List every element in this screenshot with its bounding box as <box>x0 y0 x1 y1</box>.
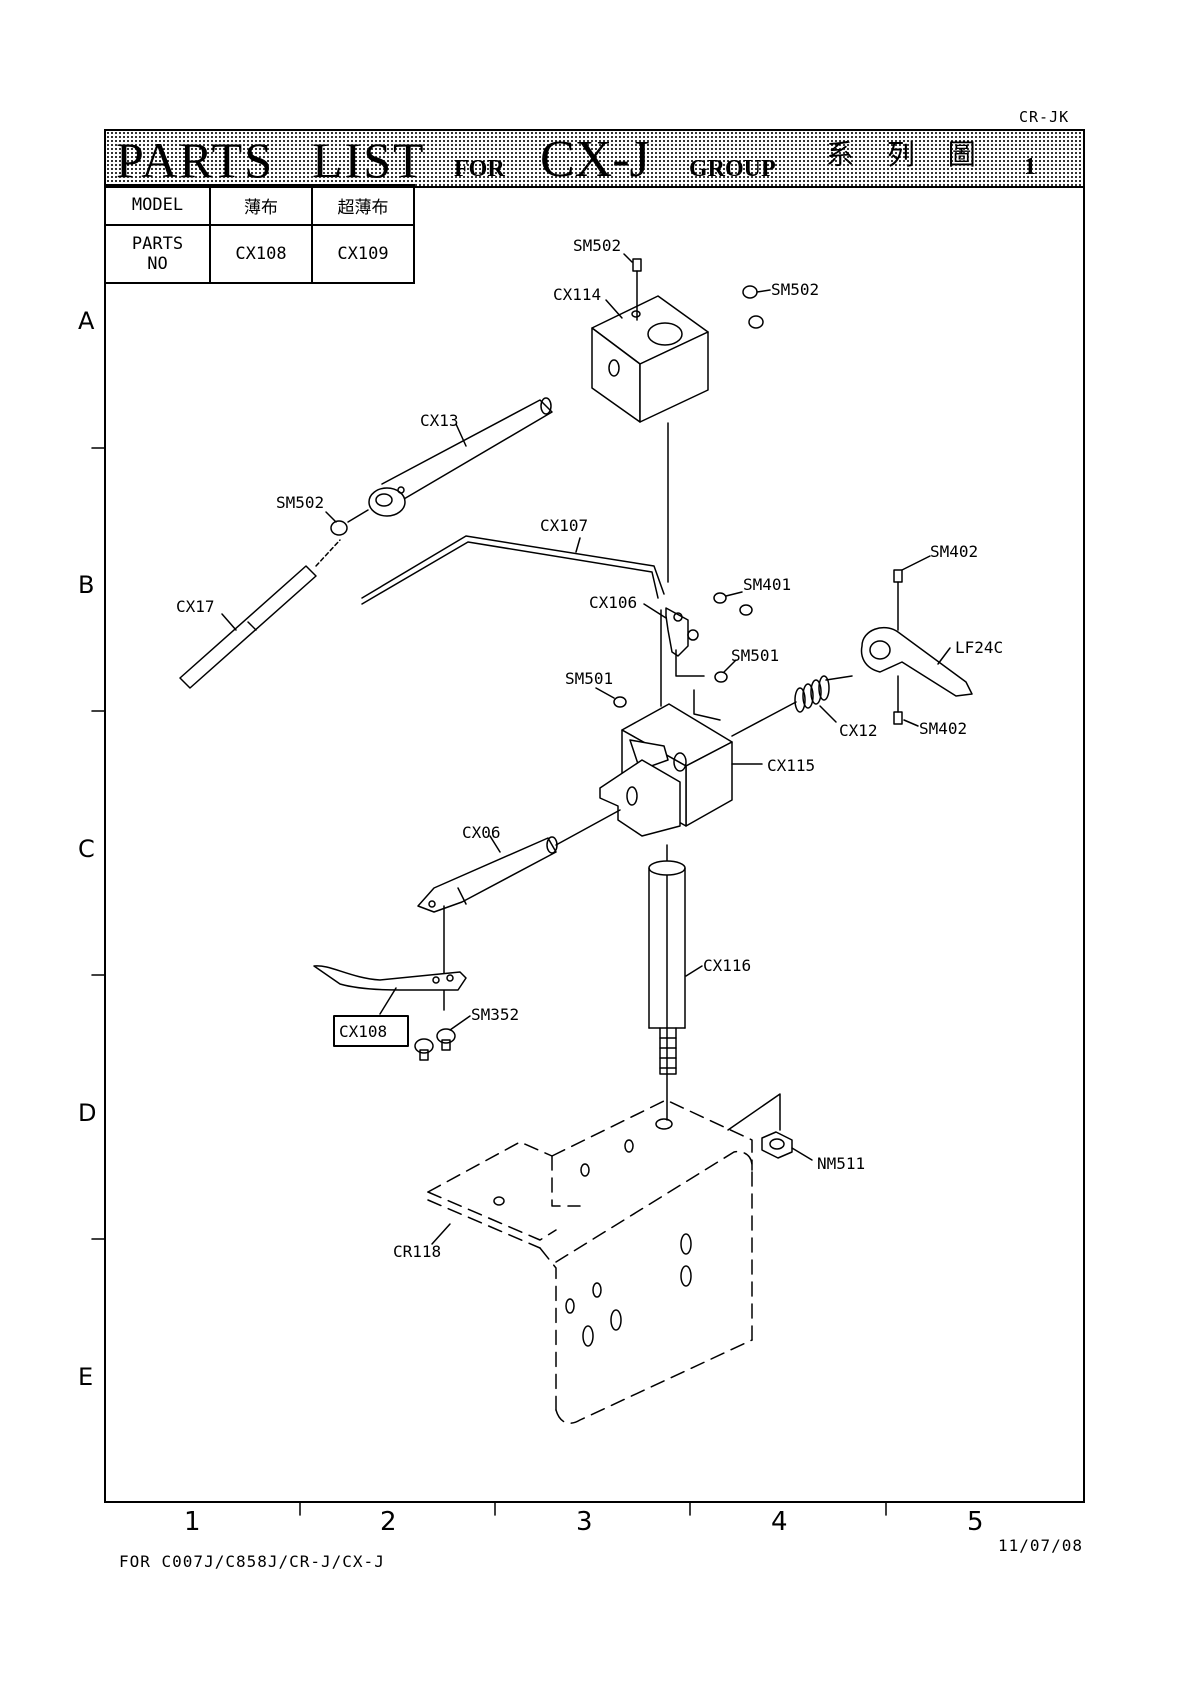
screws-sm502-right <box>743 286 763 328</box>
col-number-3: 3 <box>576 1507 593 1537</box>
bracket-cx106 <box>666 608 704 676</box>
label-sm401: SM401 <box>743 575 791 594</box>
col-number-4: 4 <box>771 1507 788 1537</box>
row-letter-a: A <box>78 307 95 335</box>
label-cx106: CX106 <box>589 593 637 612</box>
label-cr118: CR118 <box>393 1242 441 1261</box>
label-cx114: CX114 <box>553 285 601 304</box>
row-letter-c: C <box>78 835 95 863</box>
plate-cx108 <box>314 966 466 990</box>
footer-date: 11/07/08 <box>998 1536 1083 1555</box>
label-cx06: CX06 <box>462 823 501 842</box>
label-cx107: CX107 <box>540 516 588 535</box>
bracket-cr118-holes <box>494 1119 691 1346</box>
row-letter-e: E <box>78 1363 93 1391</box>
label-cx116: CX116 <box>703 956 751 975</box>
label-sm402-bottom: SM402 <box>919 719 967 738</box>
row-letter-d: D <box>78 1099 96 1127</box>
label-sm402-top: SM402 <box>930 542 978 561</box>
pin-cx17 <box>180 566 316 688</box>
label-cx13: CX13 <box>420 411 459 430</box>
label-cx115: CX115 <box>767 756 815 775</box>
label-lf24c: LF24C <box>955 638 1003 657</box>
label-sm502-left: SM502 <box>276 493 324 512</box>
block-cx115 <box>600 704 732 836</box>
screws-sm401 <box>714 593 752 615</box>
screw-sm502-left <box>331 521 347 535</box>
nut-nm511 <box>728 1094 792 1158</box>
label-sm501-right: SM501 <box>731 646 779 665</box>
label-cx12: CX12 <box>839 721 878 740</box>
col-number-5: 5 <box>967 1507 984 1537</box>
label-sm501-left: SM501 <box>565 669 613 688</box>
block-cx114 <box>592 296 708 422</box>
col-number-2: 2 <box>380 1507 397 1537</box>
leader-lines <box>222 254 950 1244</box>
label-cx108: CX108 <box>339 1022 387 1041</box>
shaft-cx13 <box>369 398 552 516</box>
label-sm502-right: SM502 <box>771 280 819 299</box>
col-number-1: 1 <box>184 1507 201 1537</box>
screw-sm501-left <box>614 697 626 707</box>
label-sm352: SM352 <box>471 1005 519 1024</box>
screw-sm501-right <box>715 672 727 682</box>
label-cx17: CX17 <box>176 597 215 616</box>
label-nm511: NM511 <box>817 1154 865 1173</box>
row-letter-b: B <box>78 571 94 599</box>
spring-cx12 <box>732 676 852 736</box>
label-sm502-top: SM502 <box>573 236 621 255</box>
footer-models: FOR C007J/C858J/CR-J/CX-J <box>119 1552 385 1571</box>
screws-sm352 <box>415 1029 455 1060</box>
bracket-cr118 <box>428 1100 752 1423</box>
